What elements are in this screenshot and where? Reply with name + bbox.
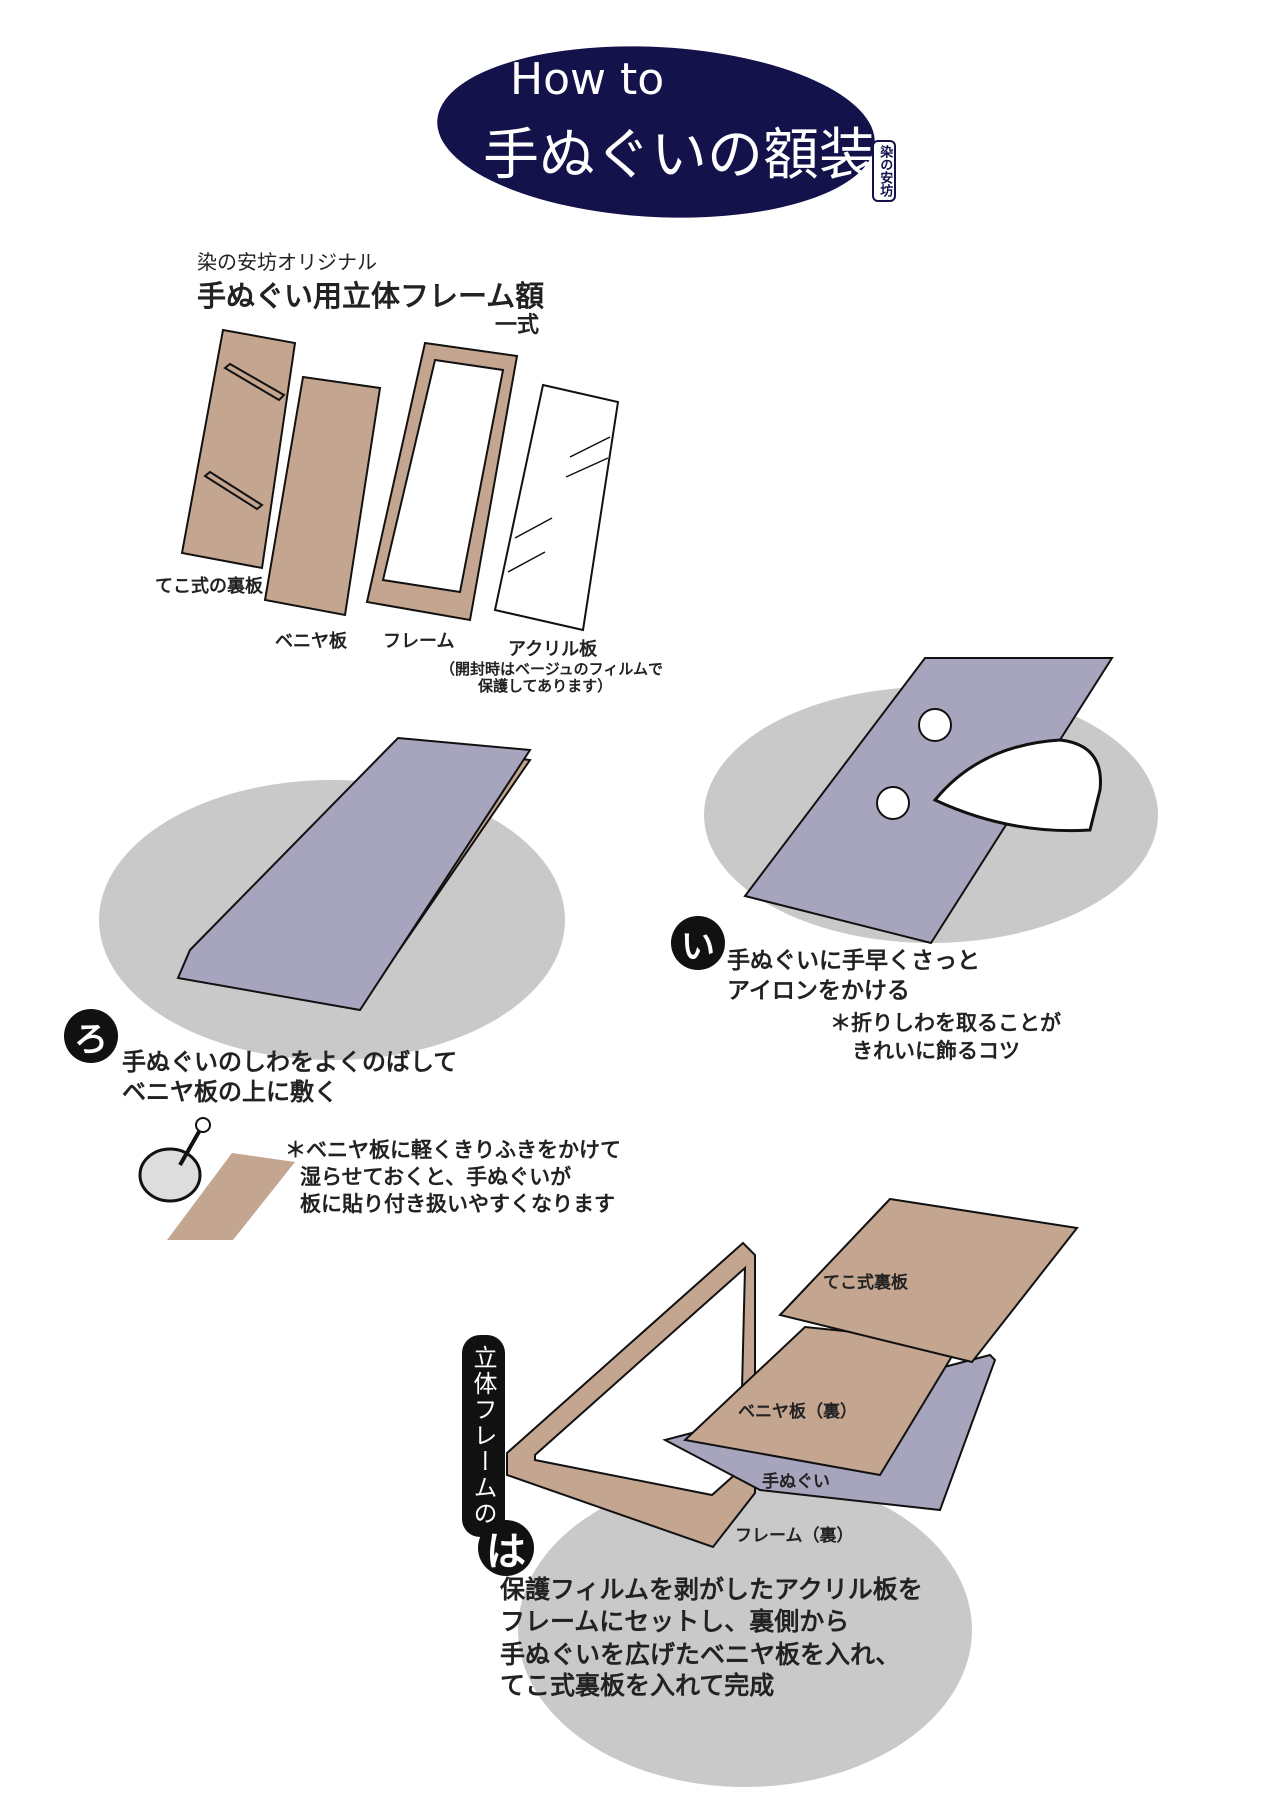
towel	[743, 657, 1114, 945]
step-ha-text-1: 保護フィルムを剥がしたアクリル板を	[500, 1575, 923, 1604]
towel	[176, 736, 532, 1012]
step-ro-illustration	[99, 736, 565, 1240]
step-ha-illustration	[506, 1197, 1079, 1787]
step-ha-text-4: てこ式裏板を入れて完成	[500, 1671, 775, 1700]
title-ellipse	[437, 46, 875, 218]
kit-illustration	[180, 328, 620, 632]
title-how-to: How to	[510, 54, 665, 105]
veneer-board	[167, 1153, 295, 1240]
part-label-frame: フレーム	[383, 631, 455, 652]
step-ro-note-1: ＊ベニヤ板に軽くきりふきをかけて	[285, 1138, 621, 1162]
part-label-acrylic: アクリル板	[508, 639, 598, 660]
step-ro-note-2: 湿らせておくと、手ぬぐいが	[300, 1165, 572, 1189]
step-i-text-2: アイロンをかける	[727, 978, 910, 1004]
ha-part-tekoshiki: てこ式裏板	[823, 1273, 908, 1293]
page-title: 手ぬぐいの額装	[483, 123, 875, 188]
veneer-board	[263, 375, 382, 617]
step-i-text-1: 手ぬぐいに手早くさっと	[727, 948, 980, 974]
ha-part-towel: 手ぬぐい	[762, 1472, 830, 1492]
acrylic-note-2: 保護してあります）	[478, 677, 613, 695]
acrylic-board	[493, 383, 620, 632]
step-i-marker: い	[671, 916, 725, 970]
kit-set: 一式	[495, 313, 540, 338]
step-ha-marker: は	[478, 1520, 534, 1576]
iron-icon	[932, 738, 1102, 833]
ha-part-frame: フレーム（裏）	[735, 1526, 854, 1546]
kit-subtitle: 染の安坊オリジナル	[197, 250, 377, 274]
step-ha-text-3: 手ぬぐいを広げたベニヤ板を入れ、	[500, 1640, 901, 1669]
step-ro-marker: ろ	[64, 1009, 118, 1063]
acrylic-note-1: （開封時はベージュのフィルムで	[440, 660, 664, 678]
part-label-tekoshiki: てこ式の裏板	[155, 576, 263, 597]
step-i-note-1: ＊折りしわを取ることが	[830, 1011, 1061, 1035]
step-ha-label: 立体フレームの	[462, 1335, 505, 1537]
step-i-note-2: きれいに飾るコツ	[852, 1039, 1020, 1063]
step-ha-text-2: フレームにセットし、裏側から	[500, 1607, 850, 1636]
step-ro-text-1: 手ぬぐいのしわをよくのばして	[122, 1048, 458, 1076]
step-i-illustration	[704, 657, 1158, 945]
spray-bottle-icon	[138, 1147, 202, 1203]
step-ro-text-2: ベニヤ板の上に敷く	[122, 1078, 338, 1106]
shop-stamp-logo: 染の安坊	[872, 140, 897, 202]
tekoshiki-board-back	[778, 1197, 1079, 1364]
kit-title: 手ぬぐい用立体フレーム額	[197, 279, 545, 313]
step-ro-note-3: 板に貼り付き扱いやすくなります	[300, 1192, 615, 1216]
part-label-veneer: ベニヤ板	[275, 631, 347, 652]
ha-part-veneer: ベニヤ板（裏）	[738, 1402, 857, 1422]
